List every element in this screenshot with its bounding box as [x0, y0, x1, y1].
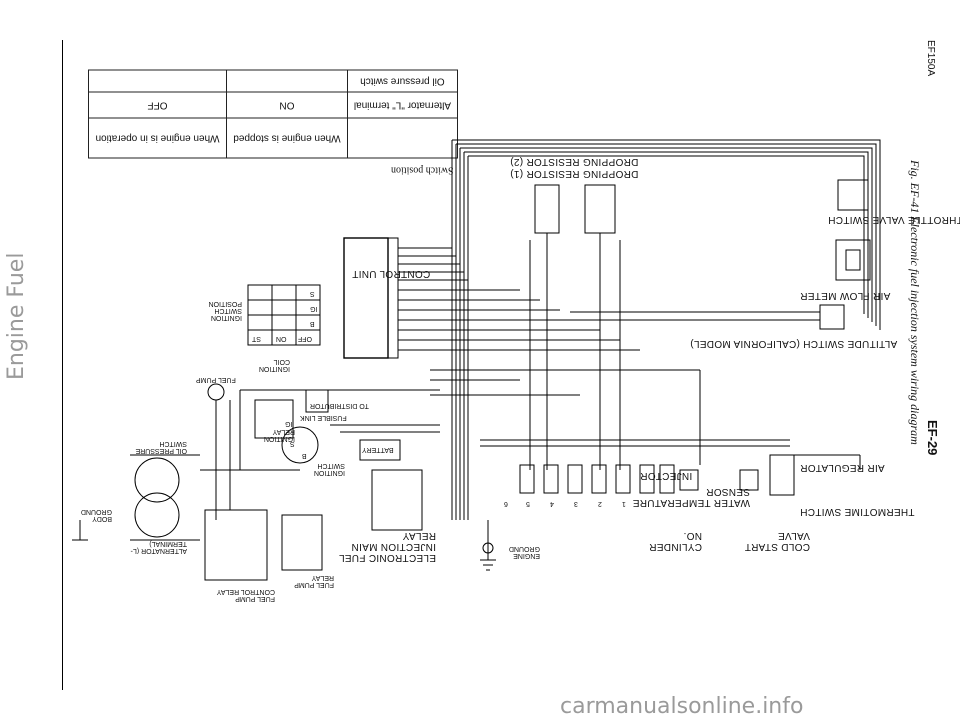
air-regulator-box [769, 454, 795, 496]
grid-header-off: OFF [298, 335, 312, 342]
cyl-number: 3 [574, 500, 578, 507]
label-dropping-resistor-2: DROPPING RESISTOR (2) [510, 156, 639, 167]
label-cylinder-no: CYLINDER NO. [649, 530, 702, 552]
cyl-number: 4 [550, 500, 554, 507]
switch-grid-lines [247, 284, 321, 346]
grid-row-b: B [310, 320, 315, 327]
altitude-switch-box [819, 304, 845, 330]
throttle-switch-box [837, 179, 869, 211]
label-air-flow-meter: AIR FLOW METER [800, 290, 891, 301]
label-battery: BATTERY [362, 446, 394, 453]
battery-box [359, 439, 401, 461]
label-oil-pressure-switch: OIL PRESSURE SWITCH [135, 440, 187, 454]
control-unit-box [343, 237, 389, 359]
dropping-resistor-2-box [584, 184, 616, 234]
label-body-ground: BODY GROUND [80, 508, 112, 522]
label-to-distributor: TO DISTRIBUTOR [310, 402, 369, 409]
dropping-resistor-1-box [534, 184, 560, 234]
label-altitude-switch: ALTITUDE SWITCH (CALIFORNIA MODEL) [690, 338, 898, 349]
terminal-ig: IG [285, 420, 293, 427]
label-thermotime-switch: THERMOTIME SWITCH [800, 506, 915, 517]
grid-header-on: ON [276, 335, 287, 342]
cyl-number: 1 [622, 500, 626, 507]
label-dropping-resistor-1: DROPPING RESISTOR (1) [510, 168, 639, 179]
ignition-switch-symbol [281, 426, 319, 464]
label-ignition-switch-position: IGNITION SWITCH POSITION [208, 300, 242, 321]
label-ignition-coil: IGNITION COIL [258, 358, 290, 372]
header-rule [62, 40, 63, 690]
label-engine-ground: ENGINE GROUND [508, 545, 540, 559]
label-air-regulator: AIR REGULATOR [800, 462, 885, 473]
label-alternator: ALTERNATOR (L-TERMINAL) [130, 540, 187, 554]
air-flow-meter-box [835, 239, 871, 281]
oil-pressure-switch-symbol [134, 457, 180, 503]
label-throttle-valve-switch: THROTTLE VALVE SWITCH [828, 214, 960, 225]
label-fusible-link: FUSIBLE LINK [300, 414, 347, 421]
footer-url: carmanualsonline.info [560, 694, 804, 719]
label-water-temp-sensor: WATER TEMPERATURE SENSOR [632, 486, 750, 508]
grid-header-st: ST [252, 335, 261, 342]
efi-main-relay-box [371, 469, 423, 531]
fuel-pump-relay-box [281, 514, 323, 571]
control-unit-connector [387, 237, 640, 359]
label-cold-start-valve: COLD START VALVE [744, 530, 810, 552]
label-ignition-relay: IGNITION RELAY [263, 428, 295, 442]
alternator-symbol [134, 492, 180, 538]
label-fuel-pump: FUEL PUMP [196, 376, 236, 383]
grid-row-ig: IG [310, 305, 318, 312]
label-ignition-switch: IGNITION SWITCH [313, 462, 345, 476]
grid-row-s: S [310, 290, 315, 297]
label-fuel-pump-relay: FUEL PUMP RELAY [294, 574, 334, 588]
cyl-number: 2 [598, 500, 602, 507]
label-efi-main-relay: ELECTRONIC FUEL INJECTION MAIN RELAY [339, 530, 436, 563]
terminal-s: S [290, 440, 295, 447]
injector-connectors [519, 464, 675, 494]
label-injector: INJECTOR [640, 470, 693, 481]
fuel-pump-control-relay-box [204, 509, 268, 581]
cyl-number: 5 [526, 500, 530, 507]
label-control-unit: CONTROL UNIT [352, 268, 431, 279]
terminal-b: B [302, 452, 307, 459]
label-fuel-pump-control-relay: FUEL PUMP CONTROL RELAY [216, 588, 275, 602]
main-harness [451, 139, 881, 520]
cyl-number: 6 [504, 500, 508, 507]
ignition-relay-box [254, 399, 294, 439]
fuel-pump-symbol [207, 383, 225, 401]
